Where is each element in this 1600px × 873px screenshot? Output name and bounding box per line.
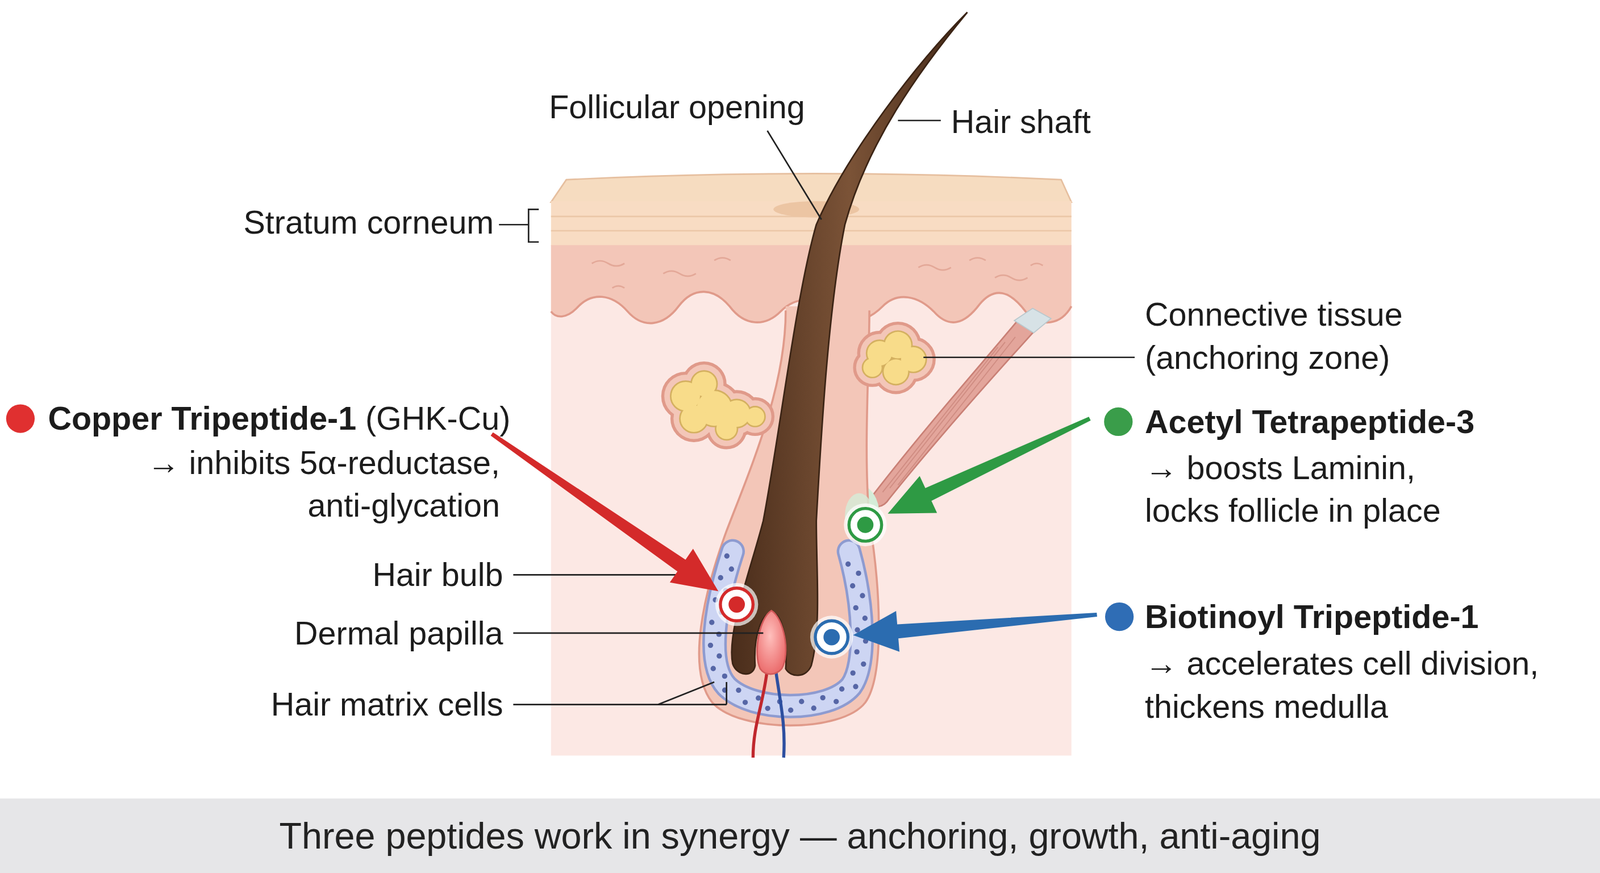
matrix-cell xyxy=(833,698,839,704)
target-dot xyxy=(823,628,840,646)
peptide-effect: → boosts Laminin, locks follicle in plac… xyxy=(1144,446,1472,532)
part-label: Dermal papilla xyxy=(94,611,503,654)
matrix-cell xyxy=(855,570,861,576)
caption-band xyxy=(0,798,1600,873)
gland-outline xyxy=(716,418,737,440)
target-halo xyxy=(843,503,887,547)
part-label: Hair bulb xyxy=(94,553,503,597)
matrix-cell xyxy=(742,699,748,705)
corneum-lines xyxy=(551,216,1072,231)
stratum-corneum xyxy=(551,201,1072,247)
matrix-cell xyxy=(728,566,735,572)
matrix-cell xyxy=(798,698,804,704)
matrix-cell xyxy=(722,673,728,679)
matrix-cell xyxy=(755,695,761,701)
matrix-cell xyxy=(718,575,724,581)
gland-lobe xyxy=(863,358,882,377)
leader-line xyxy=(513,631,764,634)
matrix-cell xyxy=(735,687,741,693)
matrix-cell xyxy=(839,686,845,692)
peptide-effect: → accelerates cell division, thickens me… xyxy=(1144,642,1574,728)
target-halo xyxy=(715,582,758,626)
matrix-cell xyxy=(850,669,856,675)
leader-line xyxy=(767,130,822,220)
matrix-cell xyxy=(819,694,825,700)
target-ring xyxy=(720,588,753,621)
peptide-name: Copper Tripeptide-1 xyxy=(47,397,357,440)
skin-top-face xyxy=(551,173,1072,202)
matrix-cell xyxy=(709,619,715,625)
matrix-cell xyxy=(859,592,865,598)
bracket xyxy=(498,209,539,242)
target-dot xyxy=(728,596,745,613)
leader-line xyxy=(513,681,727,705)
matrix-cell xyxy=(860,661,866,667)
gland-lobe xyxy=(680,405,708,432)
pointer-arrow xyxy=(887,416,1091,514)
muscle-striations xyxy=(882,336,1015,493)
gland-outline xyxy=(863,358,882,377)
part-label: Hair shaft xyxy=(951,100,1091,143)
pointer-arrow xyxy=(852,610,1098,652)
peptide-name: Acetyl Tetrapeptide-3 xyxy=(1144,400,1475,443)
peptide-code: (GHK-Cu) xyxy=(365,397,511,440)
color-dot xyxy=(1105,602,1134,631)
leader-lines xyxy=(498,120,1135,705)
matrix-cell xyxy=(724,553,730,559)
matrix-cell xyxy=(850,582,856,589)
gland-lobe xyxy=(746,407,765,426)
leader-line xyxy=(897,119,941,122)
dermal-papilla xyxy=(757,610,786,674)
matrix-cell xyxy=(853,648,860,654)
vein xyxy=(775,668,785,758)
target-ring xyxy=(815,620,848,653)
part-label: Connective tissue (anchoring zone) xyxy=(1144,293,1452,379)
matrix-cell xyxy=(710,665,716,672)
matrix-cell xyxy=(788,707,794,713)
leader-line xyxy=(923,356,1135,358)
peptide-effect: → inhibits 5α-reductase, anti-glycation xyxy=(112,440,500,527)
color-dot xyxy=(1103,407,1133,436)
target-dot xyxy=(857,516,874,533)
peptide-name: Biotinoyl Tripeptide-1 xyxy=(1144,594,1479,638)
target-halo xyxy=(810,615,853,658)
matrix-cell xyxy=(845,561,851,567)
matrix-cell xyxy=(764,705,770,711)
matrix-cell xyxy=(707,642,714,648)
caption-text: Three peptides work in synergy — anchori… xyxy=(0,813,1600,859)
matrix-cell xyxy=(811,705,817,711)
matrix-cell xyxy=(853,605,859,611)
color-dot xyxy=(6,403,35,433)
matrix-cell xyxy=(716,652,722,658)
gland-outline xyxy=(680,405,708,432)
peptide-markers xyxy=(6,403,1134,658)
pointer-arrow xyxy=(490,432,719,592)
matrix-cell xyxy=(852,683,858,689)
part-label: Follicular opening xyxy=(548,85,805,129)
part-label: Stratum corneum xyxy=(85,201,494,244)
gland-lobe xyxy=(883,359,908,384)
target-ring xyxy=(848,508,882,541)
gland-outline xyxy=(883,359,908,384)
gland-lobe xyxy=(716,418,737,440)
muscle-tendon xyxy=(1014,308,1052,333)
part-label: Hair matrix cells xyxy=(94,682,503,726)
matrix-cell xyxy=(862,615,868,621)
artery xyxy=(752,668,768,758)
gland-outline xyxy=(746,407,765,426)
